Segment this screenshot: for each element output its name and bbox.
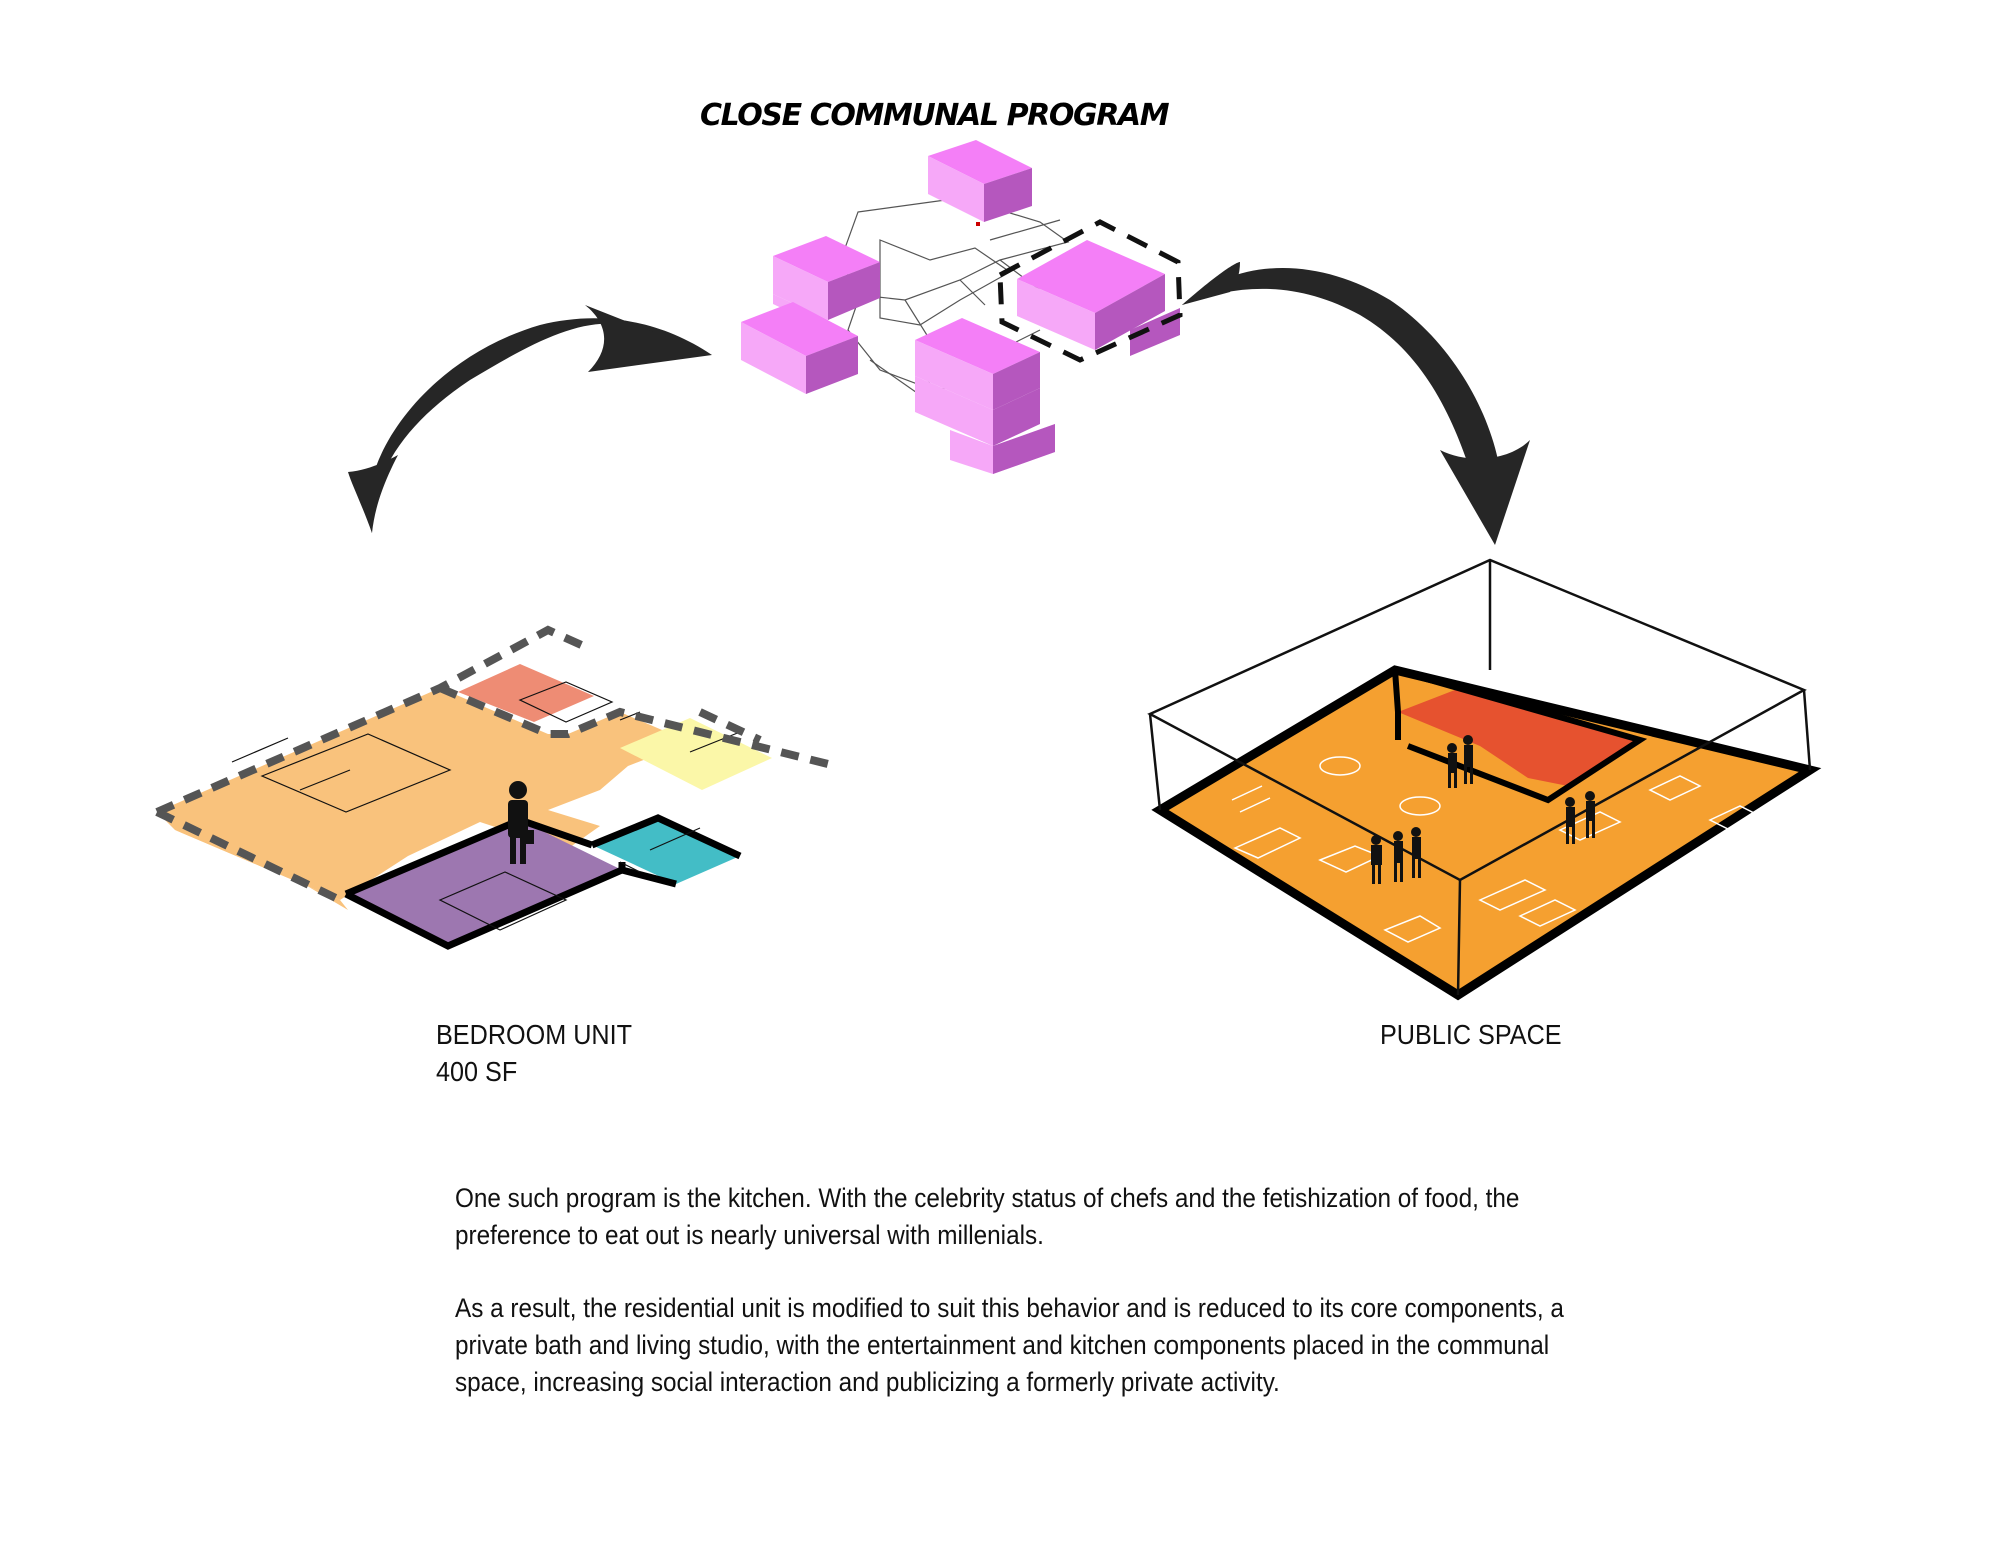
communal-block-lower-left: [741, 302, 858, 394]
left-curved-arrow: [367, 318, 712, 533]
yellow-room: [620, 718, 772, 790]
bedroom-unit-label: BEDROOM UNIT 400 SF: [436, 1016, 632, 1090]
diagram-title: CLOSE COMMUNAL PROGRAM: [700, 98, 1170, 133]
left-arrow-tail: [348, 455, 398, 533]
right-curved-arrow: [1182, 267, 1500, 470]
highlight-dashed-frame: [997, 219, 1183, 363]
public-space-box: [1147, 558, 1822, 1001]
communal-block-top: [928, 140, 1032, 222]
right-arrow-tail: [1182, 262, 1240, 305]
caption-paragraph-2: As a result, the residential unit is mod…: [455, 1293, 1564, 1397]
communal-block-bottom-stack: [915, 318, 1055, 474]
bedroom-unit-plan: [155, 625, 829, 950]
public-space-label: PUBLIC SPACE: [1380, 1019, 1562, 1050]
left-arrow-head: [585, 305, 712, 372]
public-floor: [1160, 670, 1810, 995]
living-area: [157, 688, 690, 900]
public-kitchen: [1398, 688, 1640, 786]
people-silhouettes: [1371, 735, 1595, 884]
caption-text: One such program is the kitchen. With th…: [455, 1180, 1571, 1437]
teal-bath: [592, 818, 740, 884]
person-silhouette: [508, 781, 534, 864]
bedroom-unit-title: BEDROOM UNIT: [436, 1019, 633, 1050]
caption-paragraph-1: One such program is the kitchen. With th…: [455, 1183, 1520, 1250]
kitchen: [458, 664, 594, 722]
bedroom-unit-area: 400 SF: [436, 1056, 518, 1087]
bedroom: [346, 820, 622, 946]
right-arrow-head: [1440, 440, 1530, 545]
